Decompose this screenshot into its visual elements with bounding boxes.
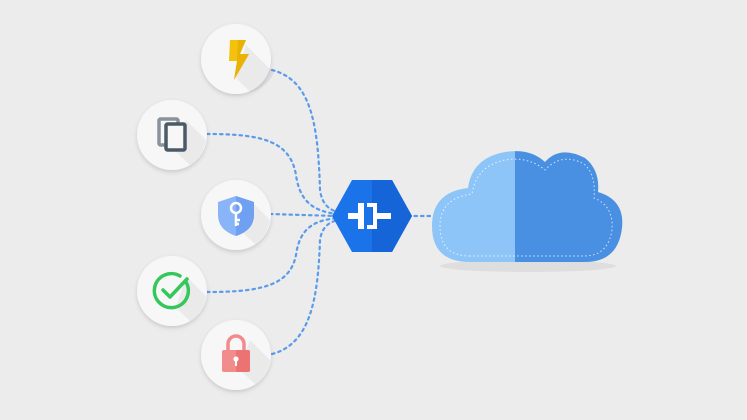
padlock-icon [222,334,250,372]
key-shield-icon [218,196,254,236]
connector-padlock [270,218,340,356]
copy-documents-icon [157,117,187,152]
connector-shield [268,212,338,218]
connector-lightning [270,68,340,214]
api-gateway-icon [348,203,391,229]
connector-checkmark [205,216,340,294]
connector-lines [205,68,434,356]
check-circle-icon [152,271,191,310]
cloud-icon [432,151,623,272]
lightning-bolt-icon [229,40,249,80]
api-gateway-hub [332,180,412,252]
node-checkmark-shadow [176,276,206,321]
node-checkmark [137,256,207,326]
connector-documents [205,132,340,216]
